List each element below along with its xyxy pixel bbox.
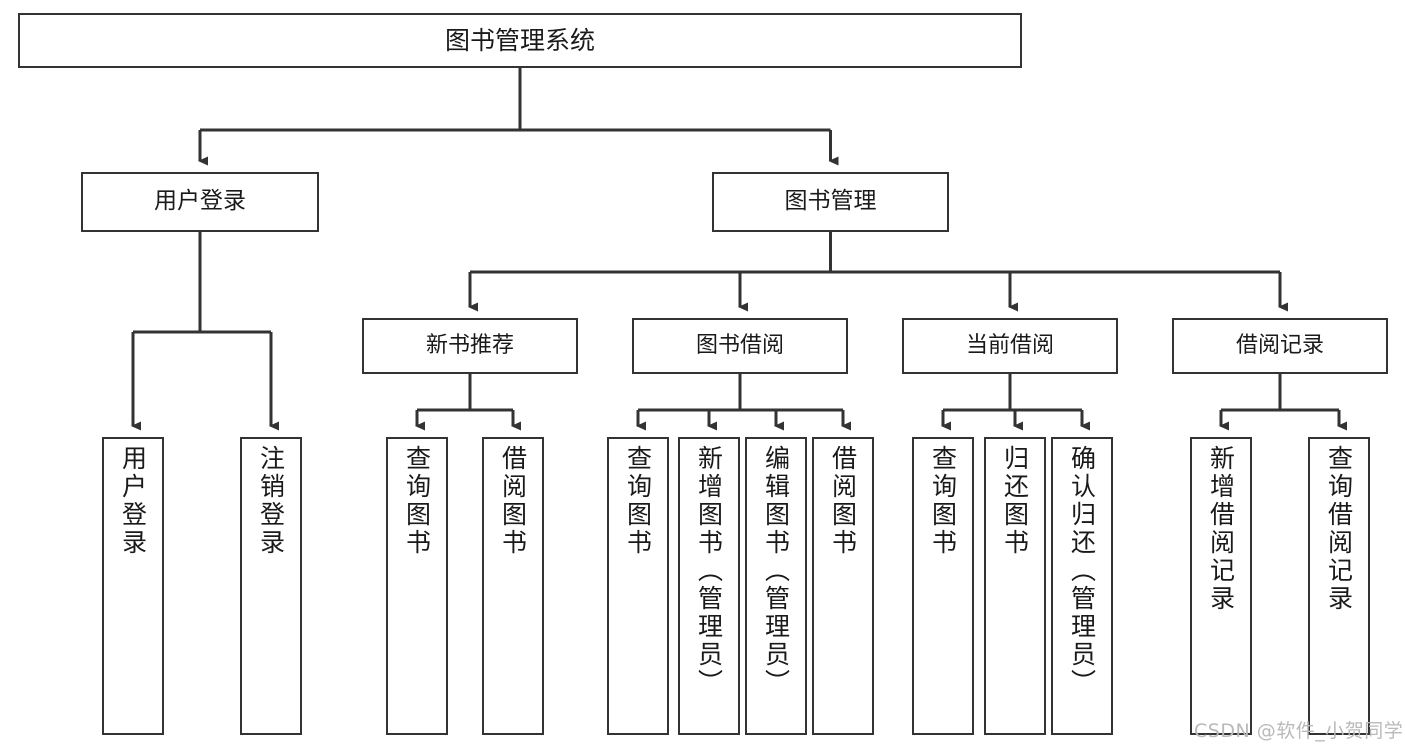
node-leaf-query-book-3[interactable]: 查询图书 xyxy=(912,437,974,735)
node-leaf-confirm-return[interactable]: 确认归还（管理员） xyxy=(1051,437,1113,735)
node-borrow-record[interactable]: 借阅记录 xyxy=(1172,318,1388,374)
node-root[interactable]: 图书管理系统 xyxy=(18,13,1022,68)
node-new-book-recommend-label: 新书推荐 xyxy=(425,332,514,358)
node-book-borrow-label: 图书借阅 xyxy=(695,332,784,358)
node-leaf-edit-book-label: 编辑图书（管理员） xyxy=(761,445,791,697)
node-leaf-return-book[interactable]: 归还图书 xyxy=(984,437,1046,735)
node-leaf-borrow-book-1[interactable]: 借阅图书 xyxy=(482,437,544,735)
node-book-manage-label: 图书管理 xyxy=(784,188,877,215)
node-leaf-confirm-return-label: 确认归还（管理员） xyxy=(1067,445,1097,697)
node-user-login[interactable]: 用户登录 xyxy=(81,172,319,232)
node-leaf-borrow-book-2-label: 借阅图书 xyxy=(828,445,858,557)
node-leaf-query-record[interactable]: 查询借阅记录 xyxy=(1308,437,1370,735)
node-leaf-query-book-1[interactable]: 查询图书 xyxy=(386,437,448,735)
node-leaf-query-book-3-label: 查询图书 xyxy=(928,445,958,557)
node-leaf-query-book-2-label: 查询图书 xyxy=(623,445,653,557)
node-book-borrow[interactable]: 图书借阅 xyxy=(632,318,848,374)
node-leaf-query-record-label: 查询借阅记录 xyxy=(1324,445,1354,613)
node-leaf-borrow-book-1-label: 借阅图书 xyxy=(498,445,528,557)
node-new-book-recommend[interactable]: 新书推荐 xyxy=(362,318,578,374)
node-leaf-add-book-label: 新增图书（管理员） xyxy=(694,445,724,697)
node-leaf-add-record-label: 新增借阅记录 xyxy=(1206,445,1236,613)
node-leaf-add-book[interactable]: 新增图书（管理员） xyxy=(678,437,740,735)
node-leaf-user-login-label: 用户登录 xyxy=(118,445,148,557)
node-leaf-add-record[interactable]: 新增借阅记录 xyxy=(1190,437,1252,735)
node-book-manage[interactable]: 图书管理 xyxy=(712,172,949,232)
node-leaf-edit-book[interactable]: 编辑图书（管理员） xyxy=(745,437,807,735)
node-leaf-return-book-label: 归还图书 xyxy=(1000,445,1030,557)
node-leaf-logout-label: 注销登录 xyxy=(256,445,286,557)
node-leaf-query-book-2[interactable]: 查询图书 xyxy=(607,437,669,735)
node-current-borrow-label: 当前借阅 xyxy=(965,332,1054,358)
watermark: CSDN @软件_小贺同学 xyxy=(1194,720,1404,742)
node-borrow-record-label: 借阅记录 xyxy=(1235,332,1324,358)
node-leaf-query-book-1-label: 查询图书 xyxy=(402,445,432,557)
node-leaf-borrow-book-2[interactable]: 借阅图书 xyxy=(812,437,874,735)
node-user-login-label: 用户登录 xyxy=(154,188,246,215)
node-current-borrow[interactable]: 当前借阅 xyxy=(902,318,1118,374)
node-leaf-logout[interactable]: 注销登录 xyxy=(240,437,302,735)
node-root-label: 图书管理系统 xyxy=(444,25,595,55)
node-leaf-user-login[interactable]: 用户登录 xyxy=(102,437,164,735)
